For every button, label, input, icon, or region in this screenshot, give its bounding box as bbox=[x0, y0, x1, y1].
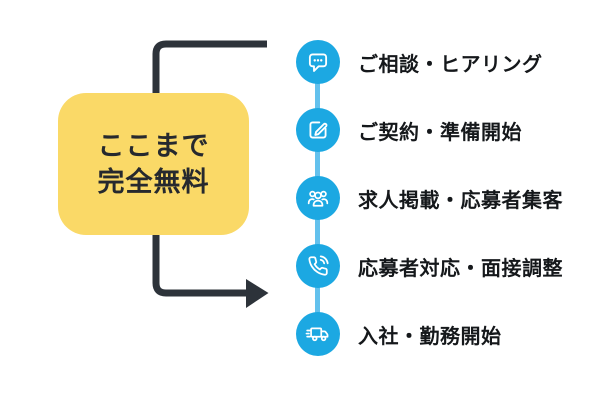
step-label: ご契約・準備開始 bbox=[358, 121, 522, 144]
step-label: 求人掲載・応募者集客 bbox=[358, 189, 563, 212]
phone-call-icon bbox=[296, 244, 340, 288]
step-job-posting: 求人掲載・応募者集客 bbox=[296, 176, 563, 220]
step-label: 入社・勤務開始 bbox=[358, 325, 502, 348]
arrowhead-icon bbox=[246, 279, 269, 308]
step-interview: 応募者対応・面接調整 bbox=[296, 244, 563, 288]
people-group-icon bbox=[296, 176, 340, 220]
step-start-work: 入社・勤務開始 bbox=[296, 312, 502, 356]
step-consultation: ご相談・ヒアリング bbox=[296, 40, 543, 84]
step-contract: ご契約・準備開始 bbox=[296, 108, 522, 152]
truck-icon bbox=[296, 312, 340, 356]
free-badge: ここまで 完全無料 bbox=[58, 93, 249, 235]
chat-bubble-icon bbox=[296, 40, 340, 84]
free-badge-line1: ここまで bbox=[97, 131, 210, 161]
step-label: ご相談・ヒアリング bbox=[358, 53, 543, 76]
step-label: 応募者対応・面接調整 bbox=[358, 257, 563, 280]
edit-compose-icon bbox=[296, 108, 340, 152]
free-badge-line2: 完全無料 bbox=[97, 167, 210, 197]
